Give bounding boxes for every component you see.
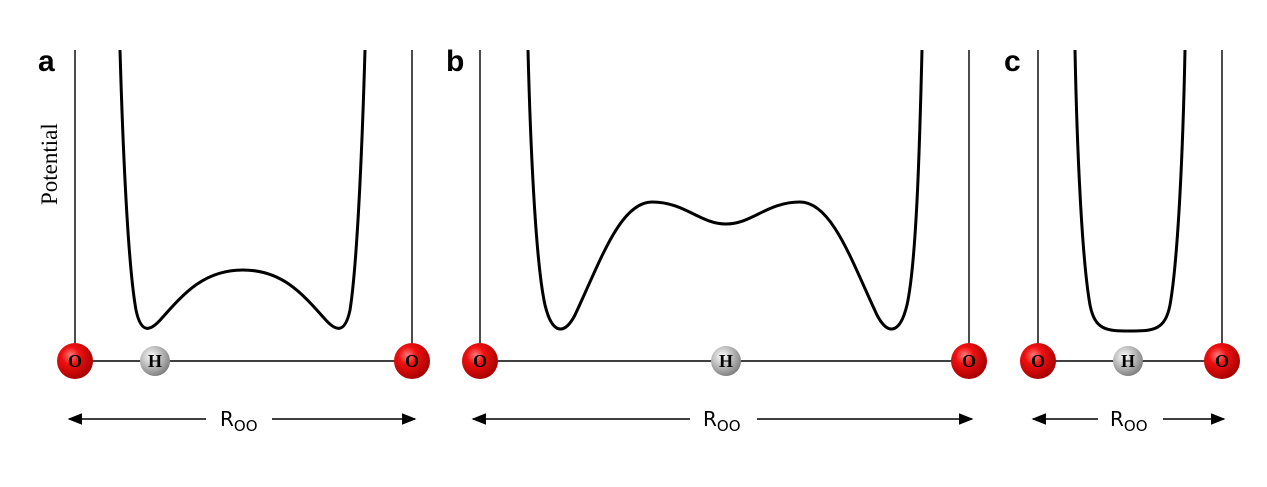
panel-a-distance-label: ROO [220, 407, 258, 435]
svg-text:O: O [68, 351, 82, 371]
panel-a-letter: a [38, 45, 55, 78]
panel-b: b O H O ROO [446, 45, 987, 435]
panel-b-oxygen-right: O [951, 343, 987, 379]
panel-b-hydrogen: H [711, 346, 741, 376]
panel-c-oxygen-right: O [1204, 343, 1240, 379]
panel-a-oxygen-left: O [57, 343, 93, 379]
panel-c-letter: c [1004, 45, 1021, 78]
panel-a-potential-curve [118, 49, 367, 330]
panel-a-oxygen-right: O [394, 343, 430, 379]
panel-c: c O H O ROO [1004, 45, 1240, 435]
svg-text:H: H [719, 351, 733, 371]
svg-text:O: O [473, 351, 487, 371]
svg-text:H: H [148, 351, 162, 371]
panel-a-hydrogen: H [140, 346, 170, 376]
svg-text:H: H [1121, 351, 1135, 371]
panel-b-distance-label: ROO [703, 407, 741, 435]
panel-b-potential-curve [526, 49, 924, 331]
panel-c-hydrogen: H [1113, 346, 1143, 376]
panel-c-oxygen-left: O [1020, 343, 1056, 379]
svg-text:O: O [405, 351, 419, 371]
svg-text:O: O [1215, 351, 1229, 371]
panel-b-oxygen-left: O [462, 343, 498, 379]
panel-b-letter: b [446, 45, 464, 78]
svg-text:O: O [962, 351, 976, 371]
svg-text:O: O [1031, 351, 1045, 371]
panel-c-potential-curve [1073, 49, 1187, 333]
panel-a: a O H O ROO [38, 45, 430, 435]
y-axis-label: Potential [37, 123, 62, 205]
panel-c-distance-label: ROO [1110, 407, 1148, 435]
